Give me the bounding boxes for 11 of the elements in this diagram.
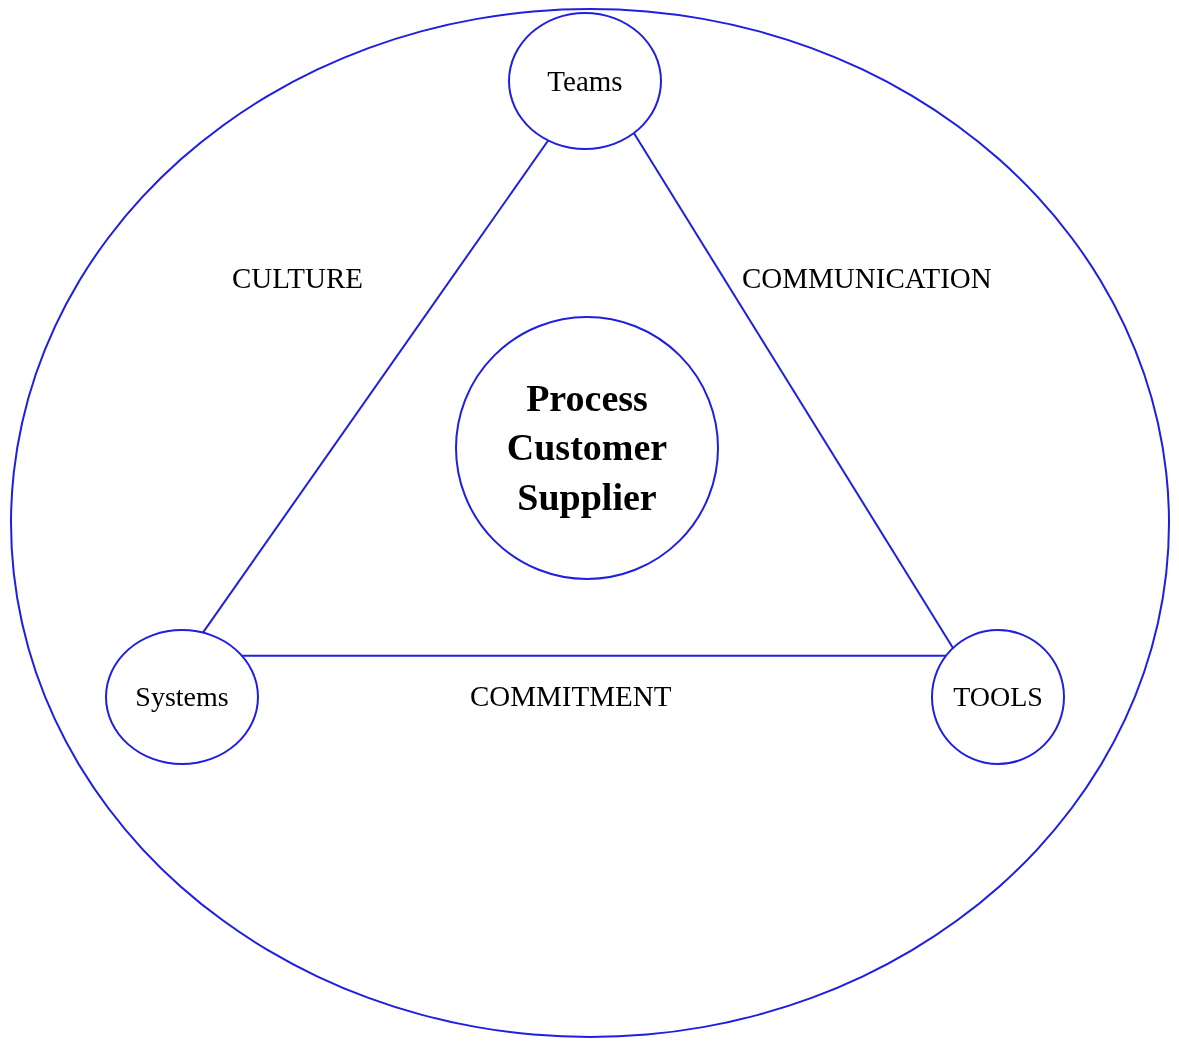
side-label: CULTURE (232, 262, 364, 295)
circle-node: TOOLS (931, 629, 1065, 765)
connector-line (632, 132, 954, 649)
circle-node: Systems (105, 629, 259, 765)
circle-node: Process Customer Supplier (455, 316, 719, 580)
connector-line (240, 654, 947, 657)
side-label: COMMUNICATION (742, 262, 992, 295)
circle-node: Teams (508, 12, 662, 150)
side-label: COMMITMENT (470, 680, 672, 713)
ellipse-frame (10, 8, 1170, 1038)
connector-line (201, 139, 550, 634)
